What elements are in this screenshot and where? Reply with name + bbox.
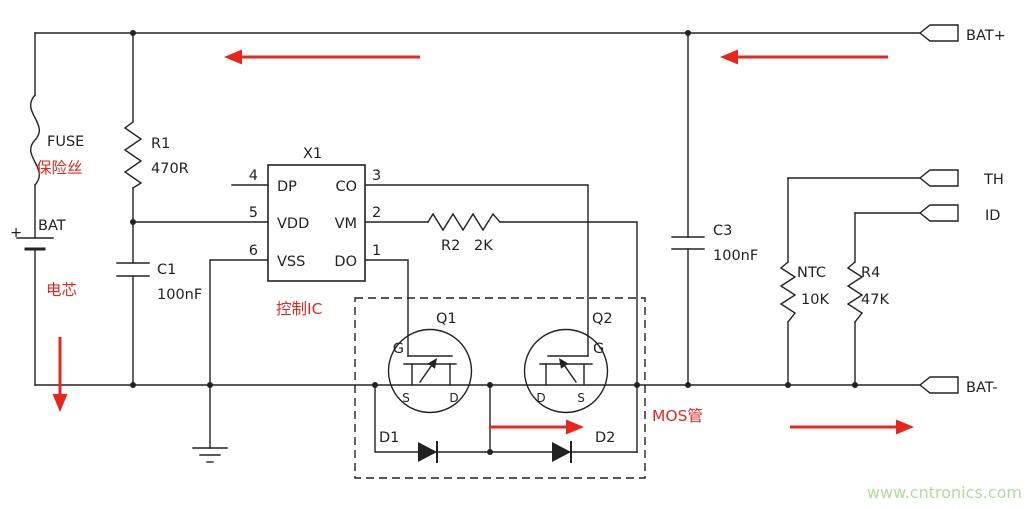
ic-pin-vdd-label: VDD <box>277 216 309 232</box>
terminal-id <box>918 204 959 222</box>
r2-symbol <box>427 212 501 232</box>
id-label: ID <box>985 208 1000 224</box>
ic-pin6-number: 6 <box>249 243 258 259</box>
th-pin <box>918 169 959 187</box>
co-wire <box>364 184 589 357</box>
battery-plus-sign: + <box>10 225 22 241</box>
d1-ref-label: D1 <box>379 430 399 446</box>
r2-value-label: 2K <box>474 238 493 254</box>
junction-dots <box>130 30 858 455</box>
resistor-r2 <box>427 212 501 232</box>
diode-d1 <box>418 441 438 463</box>
q2-ref-label: Q2 <box>592 311 613 327</box>
r4-symbol <box>846 261 864 323</box>
r1-ref-label: R1 <box>151 136 170 152</box>
ntc-ref-label: NTC <box>797 265 826 281</box>
diode-line <box>374 384 638 453</box>
control-ic <box>267 164 366 282</box>
ic-pin4-number: 4 <box>249 168 258 184</box>
ic-pin5-number: 5 <box>249 205 258 221</box>
battery <box>16 237 54 386</box>
diode-d2 <box>552 441 572 463</box>
q2-source-label: S <box>577 391 585 405</box>
fuse-symbol <box>29 94 41 186</box>
resistor-r4 <box>846 212 921 386</box>
ic-pin-vss-label: VSS <box>277 254 305 270</box>
q2-drain-label: D <box>536 391 545 405</box>
ic-pin-vm-label: VM <box>335 216 357 232</box>
q1-gate-label: G <box>393 341 404 357</box>
fuse-label: FUSE <box>47 134 84 150</box>
current-arrow-bottom-right <box>790 419 914 435</box>
q2-gate-label: G <box>593 341 604 357</box>
c1-ref-label: C1 <box>157 262 176 278</box>
c3-value-label: 100nF <box>713 248 758 264</box>
q1-ref-label: Q1 <box>436 311 457 327</box>
capacitor-c1 <box>116 262 150 386</box>
fuse <box>29 32 41 239</box>
d2-symbol <box>552 442 571 462</box>
q1-drain-label: D <box>449 391 458 405</box>
c3-ref-label: C3 <box>713 223 732 239</box>
r1-symbol <box>123 121 143 189</box>
ic-pin-dp-label: DP <box>277 179 297 195</box>
do-wire <box>364 259 409 357</box>
watermark-text: www.cntronics.com <box>867 483 1022 502</box>
ic-ref-label: X1 <box>303 146 322 162</box>
current-arrow-top-left <box>224 49 420 65</box>
ntc-symbol <box>779 261 797 323</box>
q1-source-label: S <box>402 391 410 405</box>
vss-pin-wire <box>209 259 269 449</box>
mos-annotation-cn: MOS管 <box>652 407 703 425</box>
mosfet-q2 <box>523 328 609 414</box>
c1-value-label: 100nF <box>157 287 202 303</box>
current-arrow-top-right <box>720 49 888 65</box>
id-pin <box>918 204 959 222</box>
cell-annotation-cn: 电芯 <box>46 281 77 299</box>
ic-pin1-number: 1 <box>372 243 381 259</box>
th-label: TH <box>983 172 1004 188</box>
current-arrow-mos <box>489 419 584 435</box>
bat-minus-label: BAT- <box>966 380 998 396</box>
q1-body <box>387 328 473 414</box>
terminal-bat-plus <box>918 24 959 42</box>
r4-value-label: 47K <box>861 292 889 308</box>
ground-symbol <box>192 447 228 463</box>
ic-body <box>267 164 366 282</box>
vm-wire <box>364 221 638 453</box>
fuse-annotation-cn: 保险丝 <box>36 159 83 177</box>
r1-value-label: 470R <box>151 161 189 177</box>
mosfet-q1 <box>387 328 473 414</box>
d2-ref-label: D2 <box>595 430 615 446</box>
q2-body <box>523 328 609 414</box>
terminal-bat-minus <box>918 376 959 394</box>
ic-pin3-number: 3 <box>372 168 381 184</box>
battery-label: BAT <box>38 218 66 234</box>
r4-ref-label: R4 <box>861 265 880 281</box>
r2-ref-label: R2 <box>441 238 460 254</box>
ic-pin-co-label: CO <box>335 179 357 195</box>
d1-symbol <box>418 442 437 462</box>
terminal-th <box>918 169 959 187</box>
mosfet-dashed-box <box>354 297 646 479</box>
ic-annotation-cn: 控制IC <box>276 300 322 318</box>
current-arrow-battery-down <box>52 337 68 412</box>
ntc-value-label: 10K <box>801 292 829 308</box>
bat-minus-pin <box>918 376 959 394</box>
ic-pin-do-label: DO <box>334 254 357 270</box>
thermistor-ntc <box>779 177 921 386</box>
resistor-r1 <box>123 32 143 264</box>
capacitor-c3 <box>671 32 705 386</box>
ic-pin2-number: 2 <box>372 205 381 221</box>
bat-plus-label: BAT+ <box>966 28 1006 44</box>
bat-plus-pin <box>918 24 959 42</box>
